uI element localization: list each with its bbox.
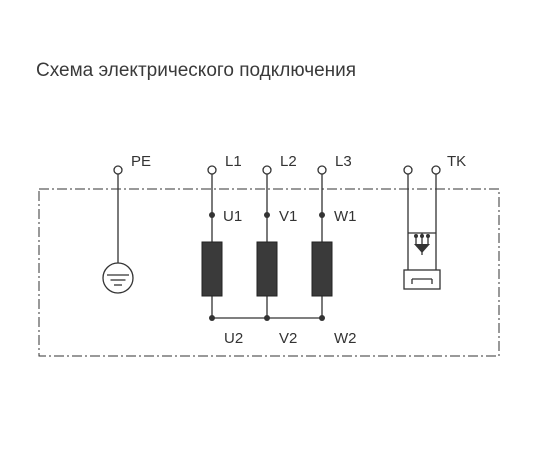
label-u1: U1: [223, 208, 242, 225]
label-l2: L2: [280, 153, 297, 170]
label-w1: W1: [334, 208, 357, 225]
earth-symbol-icon: [102, 262, 134, 294]
phase-l2: [256, 165, 278, 318]
label-pe: PE: [131, 153, 151, 170]
winding-u-coil: [201, 241, 223, 297]
diagram-title: Схема электрического подключения: [36, 60, 357, 81]
thermal-sensor-box: [403, 269, 441, 290]
terminal-pe: [113, 165, 123, 175]
enclosure-frame: [38, 188, 500, 357]
label-w2: W2: [334, 330, 357, 347]
terminal-l2: [262, 165, 272, 175]
label-v1: V1: [279, 208, 297, 225]
thermal-contact-circuit: [403, 165, 441, 290]
thermal-switch-icon: [414, 244, 430, 253]
label-tk: TK: [447, 153, 466, 170]
label-l3: L3: [335, 153, 352, 170]
label-v2: V2: [279, 330, 297, 347]
terminal-tk-1: [403, 165, 413, 175]
terminal-tk-2: [431, 165, 441, 175]
winding-w-coil: [311, 241, 333, 297]
winding-v-coil: [256, 241, 278, 297]
terminal-l1: [207, 165, 217, 175]
label-u2: U2: [224, 330, 243, 347]
pe-circuit: [102, 165, 134, 294]
terminal-l3: [317, 165, 327, 175]
label-l1: L1: [225, 153, 242, 170]
phase-l1: [201, 165, 223, 318]
phase-l3: [311, 165, 333, 318]
